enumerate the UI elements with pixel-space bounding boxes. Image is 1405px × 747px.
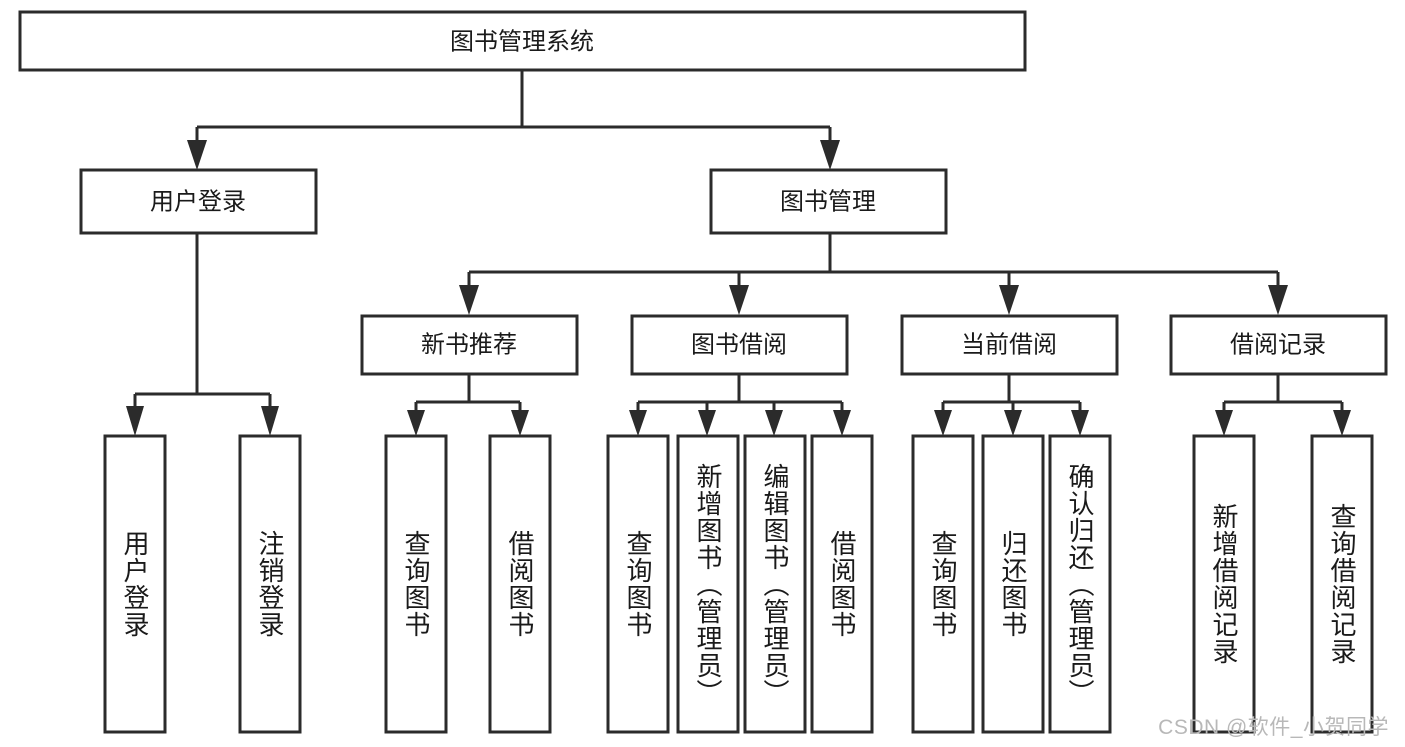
node-leaf-add-record-box[interactable]: [1192, 434, 1256, 734]
node-leaf-borrow-book-2[interactable]: [810, 434, 874, 734]
node-leaf-confirm-return[interactable]: [1048, 434, 1112, 734]
node-leaf-borrow-book-1[interactable]: [488, 434, 552, 734]
node-leaf-query-record-box[interactable]: [1310, 434, 1374, 734]
arrowhead-new-book-recommend: [459, 285, 479, 315]
arrowhead-borrow-record: [1268, 285, 1288, 315]
node-leaf-user-login[interactable]: [103, 434, 167, 734]
arrowhead-user-login: [187, 140, 207, 170]
node-current-borrow-label: 当前借阅: [961, 331, 1057, 358]
arrowhead-leaf-add-book: [698, 410, 716, 436]
node-new-book-recommend[interactable]: 新书推荐: [360, 314, 579, 376]
connector-group-user-login: [126, 233, 279, 436]
node-leaf-edit-book[interactable]: [743, 434, 807, 734]
arrowhead-leaf-query-book-1: [407, 410, 425, 436]
node-leaf-add-book-box[interactable]: [676, 434, 740, 734]
node-leaf-query-book-3-box[interactable]: [911, 434, 975, 734]
node-leaf-query-book-1-box[interactable]: [384, 434, 448, 734]
node-book-management-label: 图书管理: [780, 188, 876, 215]
node-leaf-query-book-3[interactable]: [911, 434, 975, 734]
arrowhead-leaf-query-book-3: [934, 410, 952, 436]
arrowhead-book-management: [820, 140, 840, 170]
node-root-box[interactable]: [18, 10, 1027, 72]
node-borrow-record-label: 借阅记录: [1230, 331, 1326, 358]
node-book-borrow-label: 图书借阅: [691, 331, 787, 358]
connector-group-borrow-record: [1215, 375, 1351, 436]
node-leaf-user-login-box[interactable]: [103, 434, 167, 734]
node-user-login-label: 用户登录: [150, 188, 246, 215]
arrowhead-leaf-add-record: [1215, 410, 1233, 436]
arrowhead-leaf-confirm-return: [1071, 410, 1089, 436]
node-user-login-box[interactable]: [79, 168, 318, 235]
node-leaf-edit-book-box[interactable]: [743, 434, 807, 734]
arrowhead-leaf-query-book-2: [629, 410, 647, 436]
connector-group-current-borrow: [934, 375, 1089, 436]
arrowhead-leaf-query-record: [1333, 410, 1351, 436]
node-book-borrow[interactable]: 图书借阅: [630, 314, 849, 376]
arrowhead-leaf-user-login: [126, 406, 144, 436]
connector-group-book-borrow: [629, 375, 851, 436]
node-leaf-return-book-box[interactable]: [981, 434, 1045, 734]
node-leaf-borrow-book-1-box[interactable]: [488, 434, 552, 734]
node-book-borrow-box[interactable]: [630, 314, 849, 376]
node-leaf-logout-login-box[interactable]: [238, 434, 302, 734]
arrowhead-leaf-logout-login: [261, 406, 279, 436]
arrowhead-leaf-borrow-book-2: [833, 410, 851, 436]
arrowhead-book-borrow: [729, 285, 749, 315]
node-leaf-confirm-return-box[interactable]: [1048, 434, 1112, 734]
node-leaf-query-book-2[interactable]: [606, 434, 670, 734]
node-root-system[interactable]: 图书管理系统: [18, 10, 1027, 72]
node-leaf-add-book[interactable]: [676, 434, 740, 734]
node-current-borrow[interactable]: 当前借阅: [900, 314, 1119, 376]
arrowhead-leaf-return-book: [1004, 410, 1022, 436]
connector-group-new-book-recommend: [407, 375, 529, 436]
connector-group-book-management: [459, 233, 1288, 315]
node-root-label: 图书管理系统: [450, 28, 594, 55]
node-book-management-box[interactable]: [709, 168, 948, 235]
arrowhead-leaf-borrow-book-1: [511, 410, 529, 436]
node-book-management[interactable]: 图书管理: [709, 168, 948, 235]
node-borrow-record[interactable]: 借阅记录: [1169, 314, 1388, 376]
node-leaf-borrow-book-2-box[interactable]: [810, 434, 874, 734]
node-leaf-query-record[interactable]: [1310, 434, 1374, 734]
node-current-borrow-box[interactable]: [900, 314, 1119, 376]
node-borrow-record-box[interactable]: [1169, 314, 1388, 376]
connector-group-root: [187, 70, 840, 170]
node-leaf-return-book[interactable]: [981, 434, 1045, 734]
node-new-book-recommend-label: 新书推荐: [421, 331, 517, 358]
arrowhead-leaf-edit-book: [765, 410, 783, 436]
node-new-book-recommend-box[interactable]: [360, 314, 579, 376]
node-leaf-query-book-2-box[interactable]: [606, 434, 670, 734]
node-leaf-add-record[interactable]: [1192, 434, 1256, 734]
node-user-login[interactable]: 用户登录: [79, 168, 318, 235]
node-leaf-logout-login[interactable]: [238, 434, 302, 734]
node-leaf-query-book-1[interactable]: [384, 434, 448, 734]
arrowhead-current-borrow: [999, 285, 1019, 315]
